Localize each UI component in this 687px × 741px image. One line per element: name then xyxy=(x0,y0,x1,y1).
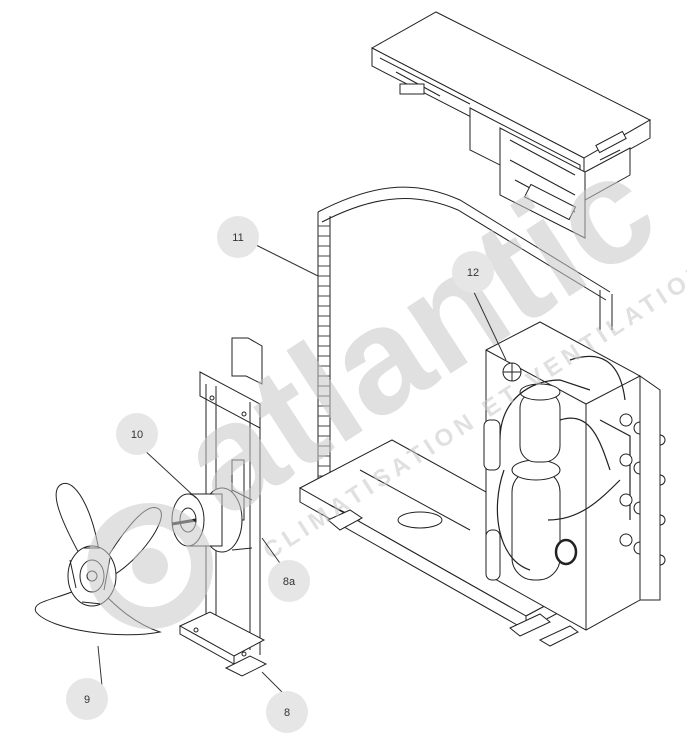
coil-fins xyxy=(318,225,330,487)
condenser-coil xyxy=(317,186,613,500)
atlantic-logo-mark xyxy=(87,503,213,629)
compressor xyxy=(511,383,578,581)
callout-11-label: 11 xyxy=(232,232,243,244)
high-pressure-switch xyxy=(502,362,522,382)
callout-12-label: 12 xyxy=(467,267,479,279)
callout-11[interactable]: 11 xyxy=(217,216,259,258)
accumulator xyxy=(483,419,501,581)
callout-9[interactable]: 9 xyxy=(66,678,108,720)
callout-8a-label: 8a xyxy=(283,576,296,588)
callout-8-label: 8 xyxy=(284,707,290,719)
electrical-control-box xyxy=(370,11,652,239)
compressor-compartment xyxy=(483,321,666,631)
callout-9-label: 9 xyxy=(84,694,90,706)
callout-10-label: 10 xyxy=(131,429,143,441)
piping xyxy=(496,355,631,571)
callout-10[interactable]: 10 xyxy=(116,413,158,455)
fan-motor-bracket xyxy=(178,337,268,677)
leader-lines xyxy=(97,243,507,707)
callout-8[interactable]: 8 xyxy=(266,691,308,733)
callout-12[interactable]: 12 xyxy=(452,251,494,293)
callout-8a[interactable]: 8a xyxy=(268,560,310,602)
